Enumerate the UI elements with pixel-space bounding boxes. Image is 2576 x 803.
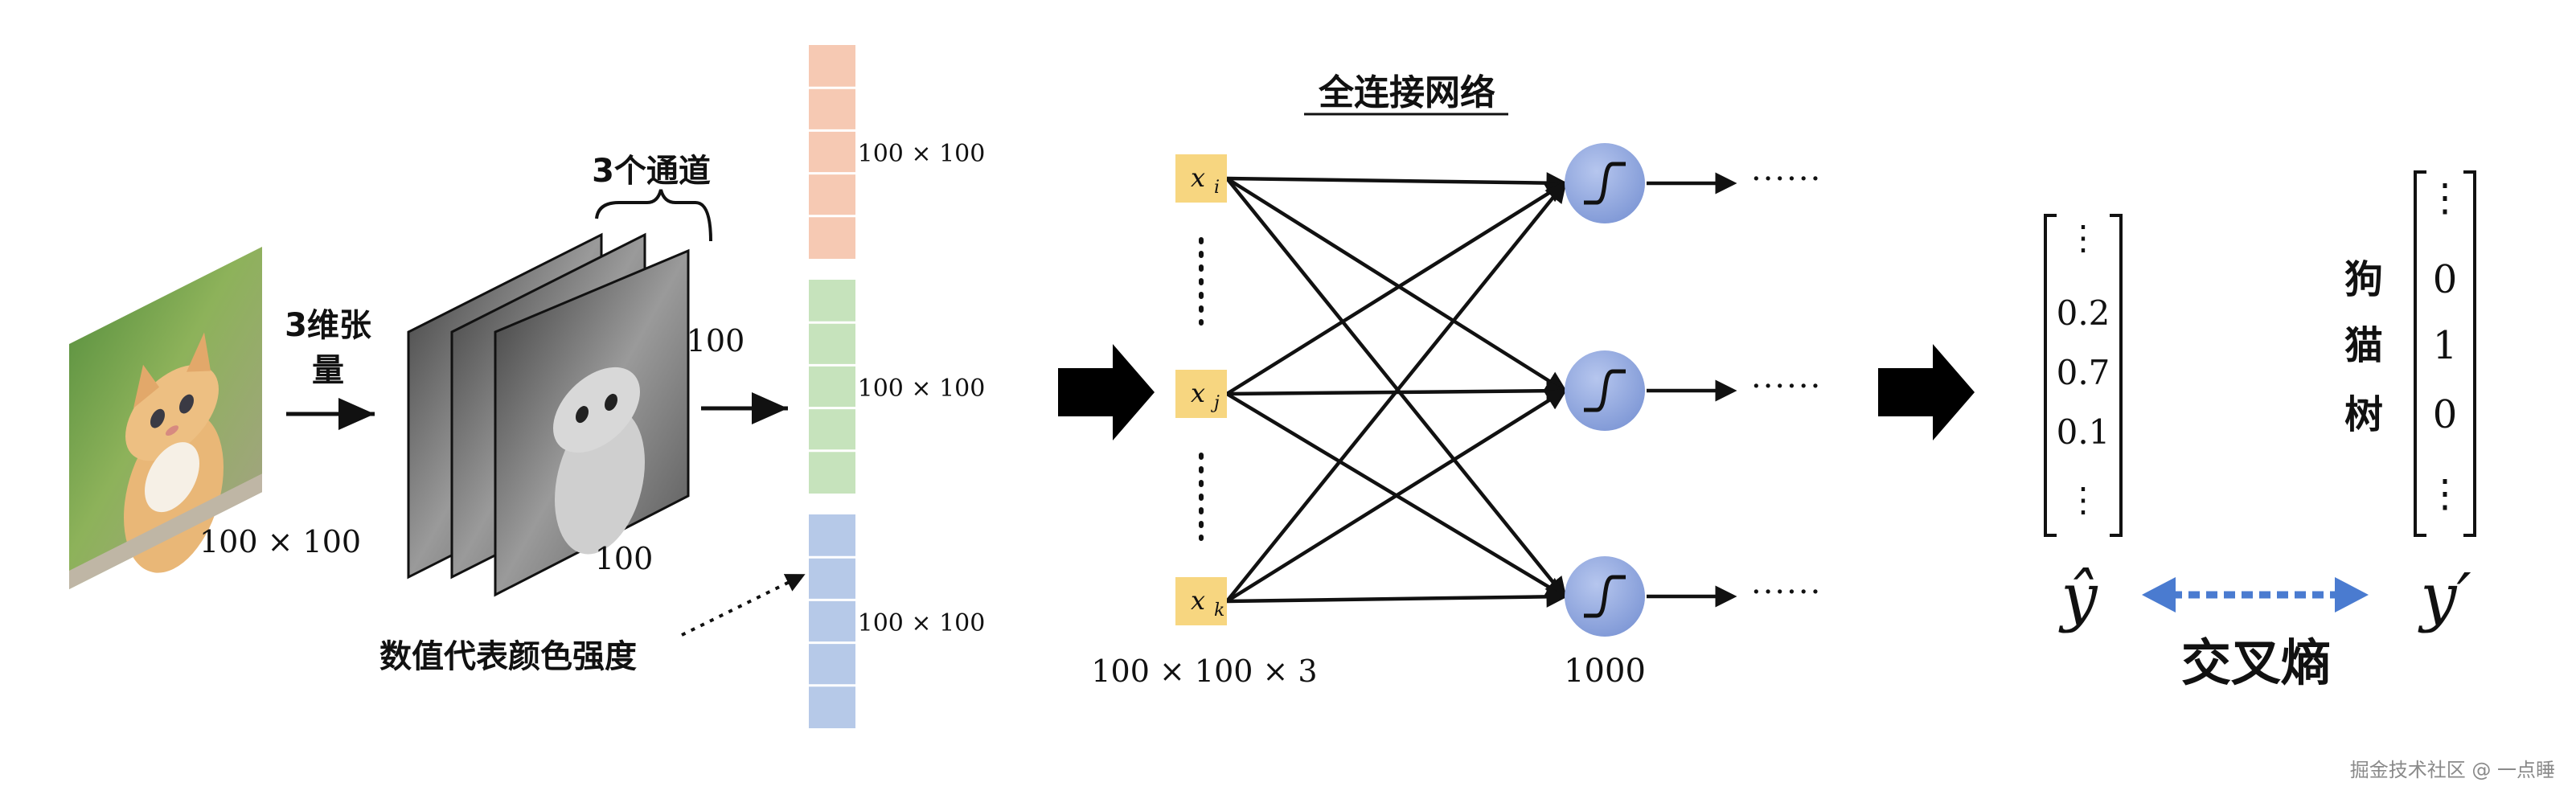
tensor-label-line2: 量 (312, 352, 344, 389)
channels-label: 3个通道 (592, 153, 711, 190)
target-class-label: 狗 (2344, 257, 2383, 302)
vector-3: 100 × 100 (809, 514, 985, 728)
neuron-1: ······ (1565, 143, 1822, 223)
vector-2-label: 100 × 100 (858, 375, 986, 403)
output-ellipsis: ······ (1751, 574, 1822, 611)
input-node-label: x (1191, 378, 1205, 408)
network-input-size: 100 × 100 × 3 (1091, 653, 1317, 689)
target-value: ⋮ (2426, 471, 2464, 516)
input-size-label: 100 × 100 (199, 524, 361, 559)
vector-2: 100 × 100 (809, 280, 985, 494)
channel-width-label: 100 (687, 323, 745, 358)
input-node-label: x (1191, 162, 1205, 193)
big-arrow-1 (1058, 344, 1155, 440)
note-arrow (681, 574, 806, 637)
target-class-label: 猫 (2344, 323, 2383, 368)
input-node-label: x (1191, 585, 1205, 616)
edge-1-0 (1225, 181, 1568, 395)
target-vector: ⋮ 0 狗 1 猫 0 树 ⋮ (2344, 170, 2476, 537)
target-value: ⋮ (2426, 175, 2464, 220)
vector-1-label: 100 × 100 (858, 140, 986, 168)
sigmoid-icon (1584, 575, 1626, 618)
edge-0-1 (1225, 177, 1568, 393)
prediction-vector: ⋮ 0.2 0.7 0.1 ⋮ (2044, 214, 2123, 537)
input-node-subscript: i (1214, 178, 1220, 198)
sigmoid-icon (1584, 162, 1626, 205)
tensor-label-line1: 3维张 (285, 307, 371, 344)
edge-2-2 (1226, 585, 1569, 608)
sigmoid-icon (1584, 369, 1626, 412)
target-value: 0 (2433, 257, 2458, 302)
big-arrow-2 (1878, 344, 1975, 440)
prediction-value: 0.2 (2057, 293, 2110, 333)
channel-height-label: 100 (595, 541, 654, 576)
input-node-subscript: k (1214, 600, 1224, 621)
prediction-value: ⋮ (2066, 480, 2100, 519)
channel-stack (407, 232, 690, 597)
cross-entropy-label: 交叉熵 (2181, 633, 2331, 692)
prediction-value: 0.1 (2057, 412, 2110, 452)
network-title: 全连接网络 (1318, 72, 1495, 113)
target-value: 1 (2433, 323, 2458, 368)
neuron-3: ······ (1565, 556, 1822, 637)
prediction-value: ⋮ (2066, 218, 2100, 257)
vector-3-label: 100 × 100 (858, 609, 986, 637)
neuron-2: ······ (1565, 350, 1822, 431)
cross-entropy-arrow (2142, 577, 2369, 612)
edge-2-0 (1225, 180, 1567, 603)
network-output-count: 1000 (1564, 653, 1646, 690)
watermark: 掘金技术社区 @ 一点睡 (2350, 759, 2555, 781)
vector-1: 100 × 100 (809, 45, 985, 259)
color-intensity-note: 数值代表颜色强度 (379, 638, 637, 675)
edge-2-1 (1225, 388, 1568, 603)
edge-0-2 (1225, 177, 1567, 600)
input-cat-image (69, 247, 262, 589)
target-value: 0 (2433, 392, 2458, 437)
output-ellipsis: ······ (1751, 368, 1822, 405)
channels-brace (595, 189, 712, 242)
prediction-symbol: ŷ (2058, 559, 2098, 634)
flattened-vectors: 100 × 100 100 × 100 100 × 100 (809, 45, 985, 728)
output-ellipsis: ······ (1751, 161, 1822, 198)
target-class-label: 树 (2344, 392, 2383, 437)
target-symbol: y′ (2418, 559, 2471, 634)
edge-0-0 (1226, 172, 1569, 195)
prediction-value: 0.7 (2057, 353, 2110, 392)
